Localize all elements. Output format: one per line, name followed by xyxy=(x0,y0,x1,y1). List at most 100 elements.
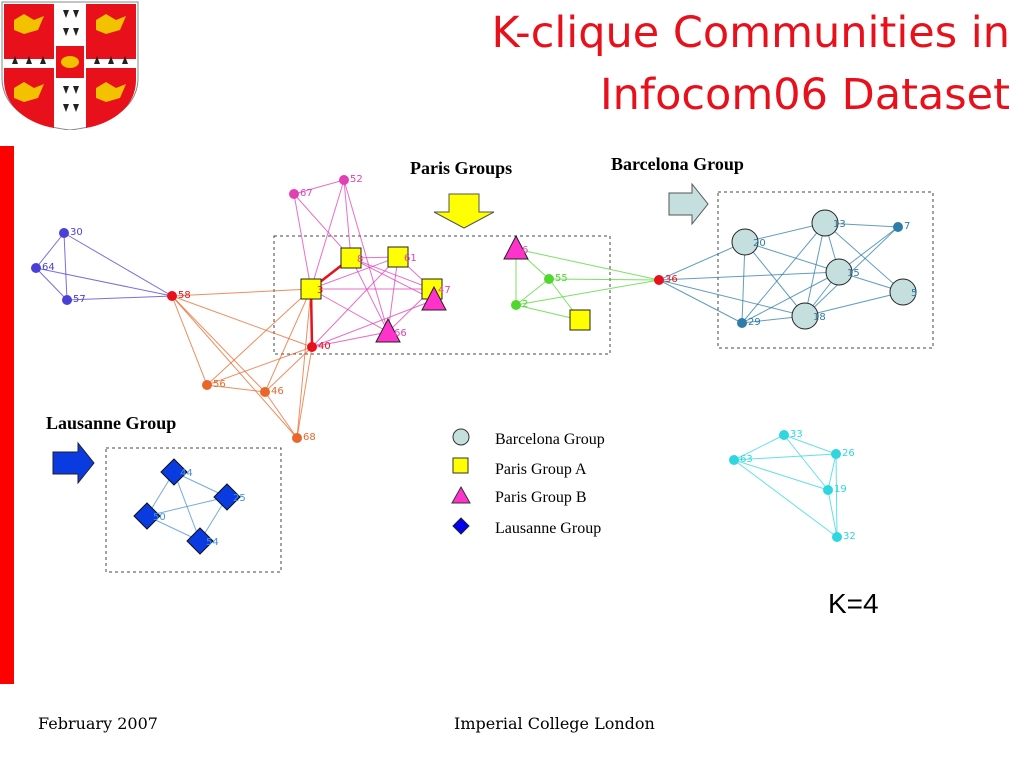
paris-group-box xyxy=(273,235,611,355)
edge-n52-n3 xyxy=(310,179,345,290)
node-l25 xyxy=(213,483,241,511)
barcelona-right-arrow xyxy=(668,182,709,226)
edge-c63-c19 xyxy=(733,459,829,491)
node-l50 xyxy=(133,502,161,530)
node-b18 xyxy=(791,302,819,330)
edge-n68-n40 xyxy=(296,346,313,439)
node-n3 xyxy=(300,278,322,300)
node-c32 xyxy=(832,532,842,542)
edge-n30-n57 xyxy=(63,232,68,301)
edge-n40-n66 xyxy=(311,331,389,348)
edge-n64-n58 xyxy=(35,267,173,297)
node-label-c19: 19 xyxy=(834,484,847,495)
edge-c26-c32 xyxy=(835,453,838,538)
edge-c63-c26 xyxy=(733,453,837,461)
edge-n46-n3 xyxy=(264,288,312,393)
node-label-l54: 54 xyxy=(206,537,219,548)
node-n68 xyxy=(292,433,302,443)
edge-n40-n61 xyxy=(311,256,399,348)
node-label-c33: 33 xyxy=(790,429,803,440)
edge-n61-n3 xyxy=(310,256,399,290)
node-b7 xyxy=(893,222,903,232)
lausanne-group-box xyxy=(105,447,282,573)
footer-institution: Imperial College London xyxy=(454,714,655,733)
title-line-2: Infocom06 Dataset xyxy=(600,70,1010,120)
node-n61 xyxy=(387,246,409,268)
node-n67 xyxy=(289,189,299,199)
node-label-n30: 30 xyxy=(70,227,83,238)
footer-date: February 2007 xyxy=(38,714,158,733)
node-label-l25: 25 xyxy=(233,493,246,504)
slide-title: K-clique Communities in Infocom06 Datase… xyxy=(250,2,1011,126)
node-b5 xyxy=(889,278,917,306)
edge-n2-n36 xyxy=(515,279,660,306)
edge-n58-n3 xyxy=(171,288,312,297)
lausanne-right-arrow xyxy=(52,441,95,485)
node-n8 xyxy=(340,247,362,269)
k-value-label: K=4 xyxy=(828,588,879,619)
edge-n40-nT47 xyxy=(311,299,435,348)
edge-n6-n36 xyxy=(515,248,660,281)
edge-c26-c19 xyxy=(827,453,837,491)
edge-n46-n40 xyxy=(264,346,313,393)
legend-circle-icon xyxy=(452,428,470,446)
edge-b20-b15 xyxy=(744,241,840,273)
node-label-b15: 15 xyxy=(847,268,860,279)
node-label-n36: 36 xyxy=(665,274,678,285)
edge-c33-c19 xyxy=(783,434,829,491)
node-n30 xyxy=(59,228,69,238)
node-nSq xyxy=(569,309,591,331)
edge-b5-b18 xyxy=(804,291,904,317)
left-accent-bar xyxy=(0,146,14,684)
node-label-n55: 55 xyxy=(555,273,568,284)
node-label-c26: 26 xyxy=(842,448,855,459)
legend-triangle-icon xyxy=(451,485,471,504)
edge-b13-b18 xyxy=(804,222,826,317)
node-n58 xyxy=(167,291,177,301)
node-label-b7: 7 xyxy=(904,221,910,232)
edge-n52-n8 xyxy=(343,179,352,259)
paris-down-arrow xyxy=(433,193,495,229)
edge-n52-n66 xyxy=(343,179,389,333)
node-label-n47: 47 xyxy=(438,285,451,296)
node-label-b20: 20 xyxy=(753,238,766,249)
edge-n67-n3 xyxy=(293,193,312,290)
node-n66 xyxy=(375,317,401,343)
edge-b20-b13 xyxy=(744,222,826,243)
edge-n67-n52 xyxy=(293,179,345,195)
node-label-l44: 44 xyxy=(180,468,193,479)
node-label-n2: 2 xyxy=(522,299,528,310)
edge-n56-n3 xyxy=(206,288,312,386)
node-label-n56: 56 xyxy=(213,379,226,390)
node-label-n61: 61 xyxy=(404,253,417,264)
edge-n55-n36 xyxy=(548,278,660,281)
edge-n2-nSq xyxy=(515,304,581,321)
edge-b15-b29 xyxy=(741,271,840,324)
node-label-n6: 6 xyxy=(522,245,528,256)
edge-n58-n40 xyxy=(171,295,313,348)
node-label-n46: 46 xyxy=(271,386,284,397)
edge-n3-n66 xyxy=(310,288,389,333)
node-label-b5: 5 xyxy=(911,288,917,299)
edge-l25-l50 xyxy=(146,496,228,517)
edge-n8-nT47 xyxy=(350,257,435,301)
node-b13 xyxy=(811,209,839,237)
edge-n57-n58 xyxy=(66,295,173,301)
edge-n68-n3 xyxy=(296,288,312,439)
edge-c33-c26 xyxy=(783,434,837,455)
node-label-n58: 58 xyxy=(178,290,191,301)
node-n56 xyxy=(202,380,212,390)
edge-c19-c32 xyxy=(827,489,838,538)
edge-n58-n68 xyxy=(171,295,298,439)
node-label-c32: 32 xyxy=(843,531,856,542)
edge-n61-n66 xyxy=(387,256,399,333)
edge-n58-n46 xyxy=(171,295,266,393)
edge-c63-c32 xyxy=(733,459,838,538)
node-b15 xyxy=(825,258,853,286)
edge-b13-b5 xyxy=(824,222,904,293)
node-label-n68: 68 xyxy=(303,432,316,443)
legend-paris-b-label: Paris Group B xyxy=(495,489,587,506)
edge-n36-b20 xyxy=(658,241,746,281)
node-l54 xyxy=(186,527,214,555)
